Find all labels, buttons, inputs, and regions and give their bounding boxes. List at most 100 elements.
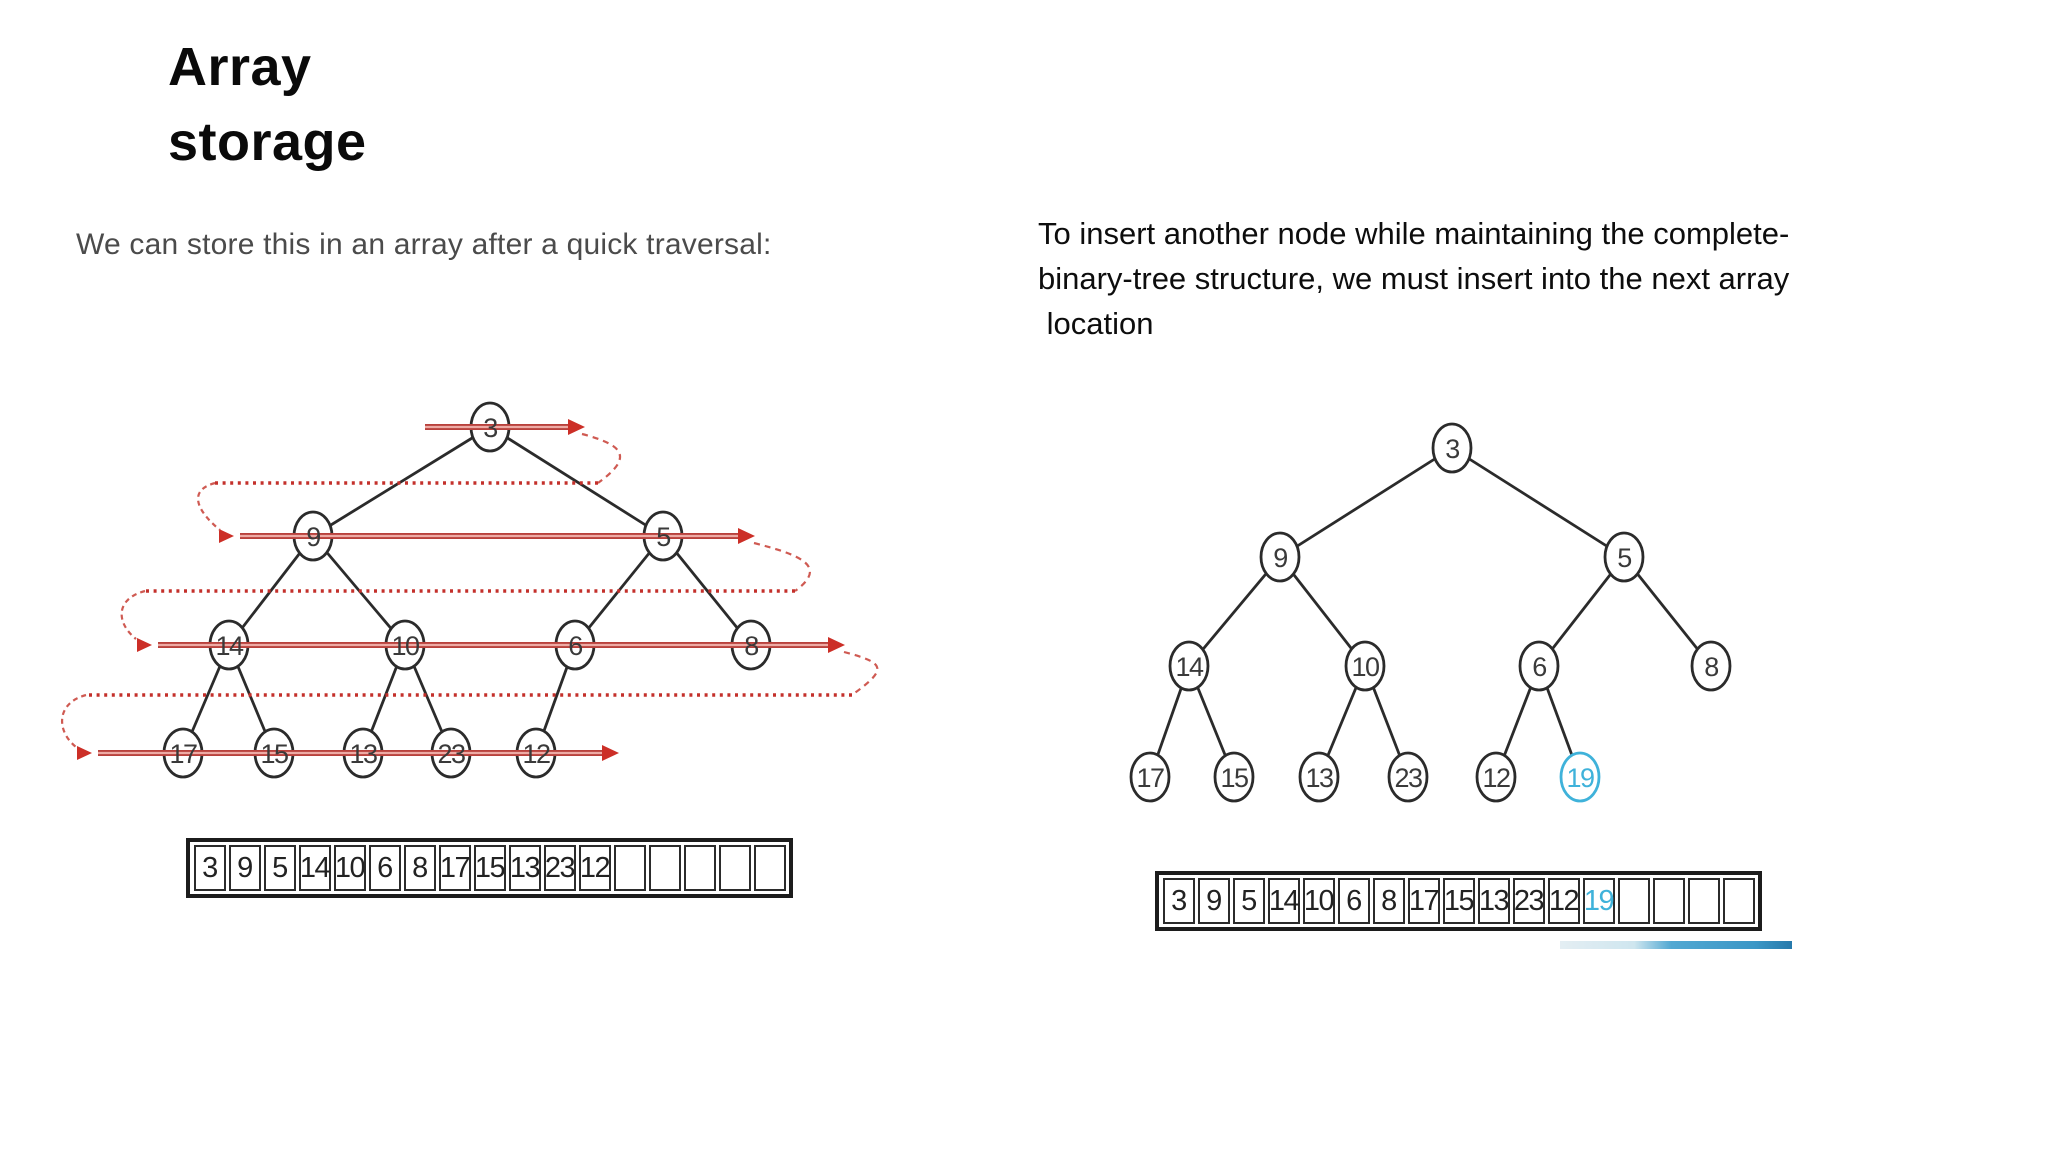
tree-node-label-8: 8: [744, 631, 758, 661]
tree-node-label-9: 9: [1273, 543, 1287, 573]
tree-node-label-6: 6: [1532, 652, 1546, 682]
array-cell-10: 10: [1302, 878, 1335, 924]
tree-node-circle-23: [1387, 751, 1429, 803]
array-cell-14: 14: [1267, 878, 1300, 924]
tree-node-label-13: 13: [349, 739, 377, 769]
array-cell-8: 8: [1372, 878, 1405, 924]
array-cell-15: 15: [1442, 878, 1475, 924]
tree-node-label-23: 23: [437, 739, 465, 769]
tree-node-circle-17: [1129, 751, 1171, 803]
tree-edge: [312, 425, 491, 538]
array-cell-12: 12: [578, 845, 611, 891]
tree-node-circle-15: [1213, 751, 1255, 803]
tree-node-label-10: 10: [1351, 652, 1379, 682]
array-cell-10: 10: [333, 845, 366, 891]
array-cell-6: 6: [368, 845, 401, 891]
array-cell-empty: [613, 845, 646, 891]
tree-node-circle-3: [1431, 422, 1473, 474]
traversal-entry-arrowhead: [137, 638, 152, 652]
array-cell-5: 5: [1232, 878, 1265, 924]
array-cell-17: 17: [1407, 878, 1440, 924]
wrap-curve-left: [61, 693, 87, 748]
tree-edge: [1279, 446, 1453, 559]
array-cell-17: 17: [438, 845, 471, 891]
tree-edge: [1187, 556, 1282, 667]
left-caption: We can store this in an array after a qu…: [76, 228, 772, 261]
tree-node-label-3: 3: [483, 413, 497, 443]
tree-node-circle-13: [1298, 751, 1340, 803]
tree-node-label-15: 15: [1220, 763, 1248, 793]
array-cell-5: 5: [263, 845, 296, 891]
tree-node-label-17: 17: [169, 739, 197, 769]
array-cell-19: 19: [1582, 878, 1615, 924]
array-cell-9: 9: [228, 845, 261, 891]
tree-node-label-13: 13: [1305, 763, 1333, 793]
tree-node-circle-10: [1344, 640, 1386, 692]
array-cell-empty: [683, 845, 716, 891]
array-cell-8: 8: [403, 845, 436, 891]
tree-node-circle-14: [1168, 640, 1210, 692]
tree-node-circle-19: [1559, 751, 1601, 803]
array-cell-6: 6: [1337, 878, 1370, 924]
traversal-arrowhead: [738, 528, 755, 544]
array-cell-empty: [648, 845, 681, 891]
array-cell-3: 3: [193, 845, 226, 891]
tree-edge: [489, 425, 664, 538]
tree-node-label-9: 9: [306, 522, 320, 552]
tree-node-label-14: 14: [215, 631, 244, 661]
tree-node-label-17: 17: [1136, 763, 1164, 793]
wrap-curve-left: [196, 481, 221, 531]
traversal-arrowhead: [568, 419, 585, 435]
wrap-curve-right: [753, 541, 811, 592]
array-cell-empty: [718, 845, 751, 891]
array-cell-12: 12: [1547, 878, 1580, 924]
array-cell-9: 9: [1197, 878, 1230, 924]
traversal-arrowhead: [828, 637, 845, 653]
tree-node-circle-8: [1690, 640, 1732, 692]
tree-node-label-14: 14: [1175, 652, 1204, 682]
wrap-curve-right: [843, 650, 879, 696]
array-cell-13: 13: [508, 845, 541, 891]
tree-node-label-12: 12: [522, 739, 550, 769]
page-title: Array storage: [168, 37, 367, 172]
tree-node-circle-9: [1259, 531, 1301, 583]
tree-node-label-19: 19: [1566, 763, 1594, 793]
array-cell-empty: [1617, 878, 1650, 924]
wrap-curve-right: [581, 432, 621, 484]
array-cell-3: 3: [1162, 878, 1195, 924]
tree-node-label-10: 10: [391, 631, 419, 661]
tree-edge: [1622, 556, 1713, 667]
tree-edge: [1451, 446, 1625, 559]
array-cell-empty: [1652, 878, 1685, 924]
right-caption: To insert another node while maintaining…: [1038, 216, 1790, 341]
array-cell-14: 14: [298, 845, 331, 891]
traversal-tree-diagram: 3 9 5 14 10 6 8 17 15 13 23 12: [61, 401, 879, 779]
tree-node-label-3: 3: [1445, 434, 1459, 464]
tree-node-label-15: 15: [260, 739, 288, 769]
array-cell-23: 23: [543, 845, 576, 891]
array-cell-23: 23: [1512, 878, 1545, 924]
tree-node-circle-12: [1475, 751, 1517, 803]
tree-node-label-8: 8: [1704, 652, 1718, 682]
array-cell-15: 15: [473, 845, 506, 891]
tree-node-label-5: 5: [1617, 543, 1631, 573]
wrap-curve-left: [120, 589, 146, 640]
tree-node-circle-5: [1603, 531, 1645, 583]
tree-node-label-12: 12: [1482, 763, 1510, 793]
tree-node-circle-6: [1518, 640, 1560, 692]
insertion-tree-diagram: 3 9 5 14 10 6 8 17 15 13 23 12 19: [1129, 422, 1732, 803]
traversal-entry-arrowhead: [219, 529, 234, 543]
array-cell-empty: [753, 845, 786, 891]
traversal-entry-arrowhead: [77, 746, 92, 760]
traversal-arrowhead: [602, 745, 619, 761]
array-cell-13: 13: [1477, 878, 1510, 924]
array-cell-empty: [1687, 878, 1720, 924]
array-cell-empty: [1722, 878, 1755, 924]
tree-node-label-5: 5: [656, 522, 670, 552]
tree-node-label-6: 6: [568, 631, 582, 661]
tree-node-label-23: 23: [1394, 763, 1422, 793]
tree-edge: [661, 535, 753, 646]
